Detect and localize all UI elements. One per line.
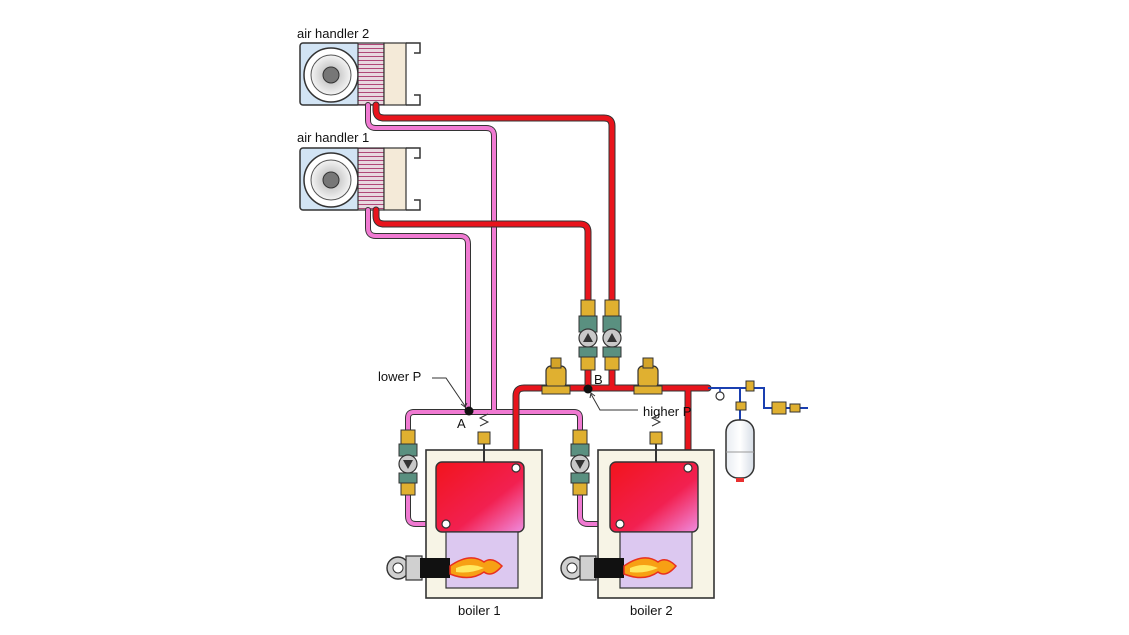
air-handler-1-label: air handler 1 xyxy=(297,130,370,145)
higher-p-label: higher P xyxy=(643,404,692,419)
lower-p-label: lower P xyxy=(378,369,422,384)
expansion-tank-icon xyxy=(725,419,755,479)
burner-1 xyxy=(386,555,504,581)
point-a-marker xyxy=(464,406,474,416)
circulator-ah1 xyxy=(578,299,598,371)
boiler-1 xyxy=(425,413,543,599)
air-separator-right xyxy=(633,357,663,395)
boiler-2 xyxy=(597,413,715,599)
fill-valve-icon xyxy=(771,401,787,415)
relief-valve-icon xyxy=(745,380,755,392)
circulator-ah2 xyxy=(602,299,622,371)
boiler-2-circulator xyxy=(570,429,590,496)
air-separator-left xyxy=(541,357,571,395)
point-b-label: B xyxy=(594,372,603,387)
higher-p-leader xyxy=(590,393,638,411)
backflow-preventer-icon xyxy=(789,403,801,413)
boiler-1-label: boiler 1 xyxy=(458,603,501,618)
lower-p-leader xyxy=(432,377,466,407)
air-handler-2 xyxy=(299,42,421,106)
boiler-2-label: boiler 2 xyxy=(630,603,673,618)
point-a-label: A xyxy=(457,416,466,431)
return-piping xyxy=(365,102,623,527)
pressure-gauge-icon xyxy=(715,391,725,401)
point-b-marker xyxy=(583,384,593,394)
boiler-1-circulator xyxy=(398,429,418,496)
burner-2 xyxy=(560,555,678,581)
air-handler-1 xyxy=(299,147,421,211)
air-handler-2-label: air handler 2 xyxy=(297,26,370,41)
expansion-tank-assembly xyxy=(708,380,808,482)
